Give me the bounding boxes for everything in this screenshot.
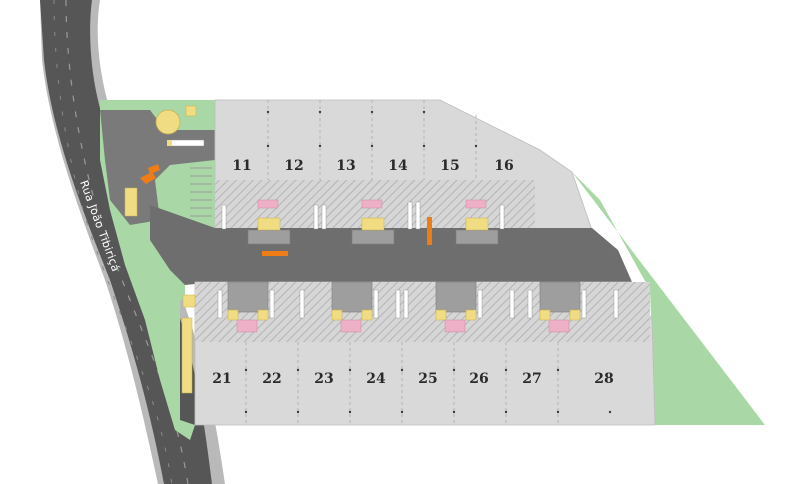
orange-markers [140,164,432,256]
unit-label[interactable]: 12 [284,158,303,174]
entrance-bar-yellow [167,140,172,146]
unit-label[interactable]: 11 [232,158,251,174]
column-markers [217,201,619,319]
unit-label[interactable]: 13 [336,158,355,174]
top-unit-labels: 11 12 13 14 15 16 [232,158,513,174]
unit-label[interactable]: 24 [366,371,386,387]
green-area-east [572,172,765,425]
yellow-areas [124,187,581,394]
unit-label[interactable]: 15 [440,158,459,174]
bottom-unit-labels: 21 22 23 24 25 26 27 28 [212,371,613,387]
unit-label[interactable]: 27 [522,371,541,387]
lot-dots [244,110,612,414]
unit-label[interactable]: 22 [262,371,281,387]
unit-label[interactable]: 16 [494,158,513,174]
top-lot-dividers [267,100,477,180]
unit-label[interactable]: 23 [314,371,333,387]
internal-road [150,205,632,285]
unit-label[interactable]: 21 [212,371,231,387]
unit-label[interactable]: 26 [469,371,488,387]
entrance-bar [169,139,205,147]
top-docks [247,229,499,245]
parking-stripes [190,167,212,217]
gatehouse [185,105,197,117]
pink-areas [236,199,570,333]
unit-label[interactable]: 28 [594,371,613,387]
water-tank-icon [155,109,181,135]
unit-label[interactable]: 14 [388,158,408,174]
bottom-docks [227,281,581,313]
unit-label[interactable]: 25 [418,371,437,387]
bottom-lot-dividers [245,342,559,425]
